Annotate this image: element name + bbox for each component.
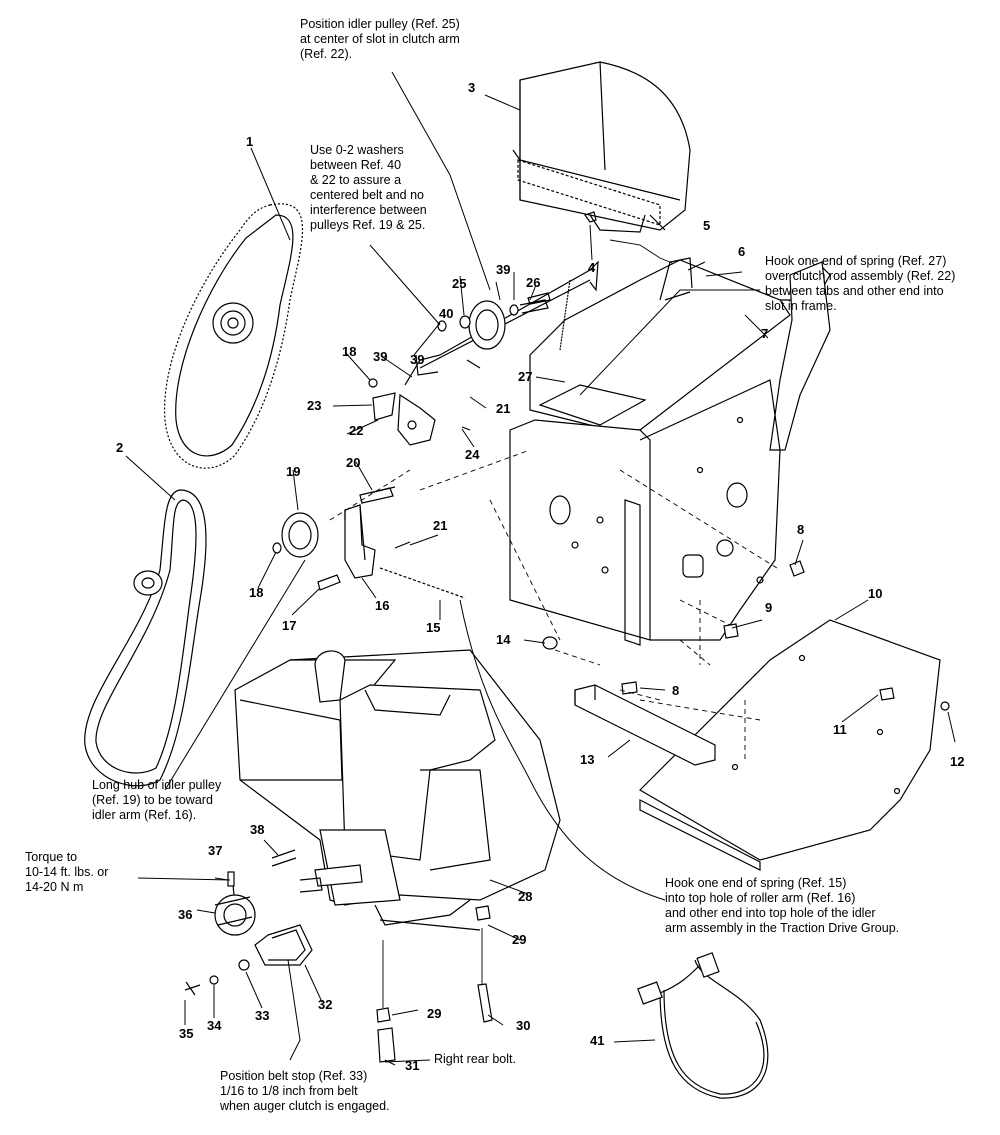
callout-2: 2 bbox=[116, 440, 124, 455]
callout-12: 12 bbox=[950, 754, 965, 769]
plate-10 bbox=[639, 619, 950, 871]
callout-6: 6 bbox=[738, 244, 746, 259]
leader-lines bbox=[125, 71, 956, 1066]
belt-1 bbox=[163, 203, 303, 469]
note-washers: Use 0-2 washers between Ref. 40 & 22 to … bbox=[310, 143, 427, 232]
callout-9: 9 bbox=[765, 600, 773, 615]
callout-11: 11 bbox=[833, 722, 847, 737]
callout-39-right: 39 bbox=[496, 262, 511, 277]
callout-16: 16 bbox=[375, 598, 390, 613]
callout-38: 38 bbox=[250, 822, 265, 837]
note-belt-stop: Position belt stop (Ref. 33) 1/16 to 1/8… bbox=[220, 1069, 390, 1113]
callout-24: 24 bbox=[465, 447, 480, 462]
callout-35: 35 bbox=[179, 1026, 194, 1041]
wire-harness-41 bbox=[637, 952, 769, 1099]
callout-18-upper: 18 bbox=[342, 344, 357, 359]
callout-22: 22 bbox=[349, 423, 364, 438]
callout-13: 13 bbox=[580, 752, 595, 767]
callout-32: 32 bbox=[318, 997, 333, 1012]
callout-27: 27 bbox=[518, 369, 533, 384]
callout-4: 4 bbox=[588, 260, 596, 275]
callout-37: 37 bbox=[208, 843, 223, 858]
engine-pulley-36 bbox=[184, 849, 313, 996]
callout-1: 1 bbox=[246, 134, 254, 149]
callout-19: 19 bbox=[286, 464, 301, 479]
note-spring-15: Hook one end of spring (Ref. 15) into to… bbox=[665, 876, 900, 935]
callout-21-upper: 21 bbox=[496, 401, 511, 416]
engine-28 bbox=[234, 649, 561, 931]
callout-39-left: 39 bbox=[373, 349, 388, 364]
callout-3: 3 bbox=[468, 80, 476, 95]
callout-23: 23 bbox=[307, 398, 322, 413]
note-idler-pulley-position: Position idler pulley (Ref. 25) at cente… bbox=[300, 17, 460, 61]
callout-8: 8 bbox=[797, 522, 805, 537]
callout-8-lower: 8 bbox=[672, 683, 680, 698]
callout-29-bottom: 29 bbox=[427, 1006, 442, 1021]
callout-29-right: 29 bbox=[512, 932, 527, 947]
callout-20: 20 bbox=[346, 455, 361, 470]
callout-26: 26 bbox=[526, 275, 541, 290]
callout-15: 15 bbox=[426, 620, 441, 635]
callout-31: 31 bbox=[405, 1058, 420, 1073]
callout-41: 41 bbox=[590, 1033, 605, 1048]
callout-39-middle: 39 bbox=[410, 352, 425, 367]
callout-17: 17 bbox=[282, 618, 297, 633]
idler-arm-16 bbox=[272, 487, 466, 599]
clutch-arm-22 bbox=[368, 260, 599, 446]
callout-10: 10 bbox=[868, 586, 883, 601]
frame-7 bbox=[509, 257, 831, 646]
note-spring-27: Hook one end of spring (Ref. 27) over cl… bbox=[765, 254, 956, 313]
callout-7: 7 bbox=[761, 326, 769, 341]
bracket-13 bbox=[574, 684, 716, 766]
callout-34: 34 bbox=[207, 1018, 222, 1033]
callout-36: 36 bbox=[178, 907, 193, 922]
note-long-hub: Long hub of idler pulley (Ref. 19) to be… bbox=[92, 778, 222, 822]
callout-18-lower: 18 bbox=[249, 585, 264, 600]
callout-5: 5 bbox=[703, 218, 711, 233]
alignment-lines bbox=[329, 449, 781, 760]
belt-2 bbox=[84, 489, 207, 787]
callout-40: 40 bbox=[439, 306, 454, 321]
belt-cover-3 bbox=[512, 61, 691, 233]
callout-30: 30 bbox=[516, 1018, 531, 1033]
callout-21-lower: 21 bbox=[433, 518, 448, 533]
callout-28: 28 bbox=[518, 889, 533, 904]
callout-25: 25 bbox=[452, 276, 467, 291]
note-right-rear-bolt: Right rear bolt. bbox=[434, 1052, 516, 1066]
callout-14: 14 bbox=[496, 632, 511, 647]
callout-33: 33 bbox=[255, 1008, 270, 1023]
note-torque: Torque to 10-14 ft. lbs. or 14-20 N m bbox=[25, 850, 109, 894]
bolts-29-30-31 bbox=[376, 905, 493, 1063]
